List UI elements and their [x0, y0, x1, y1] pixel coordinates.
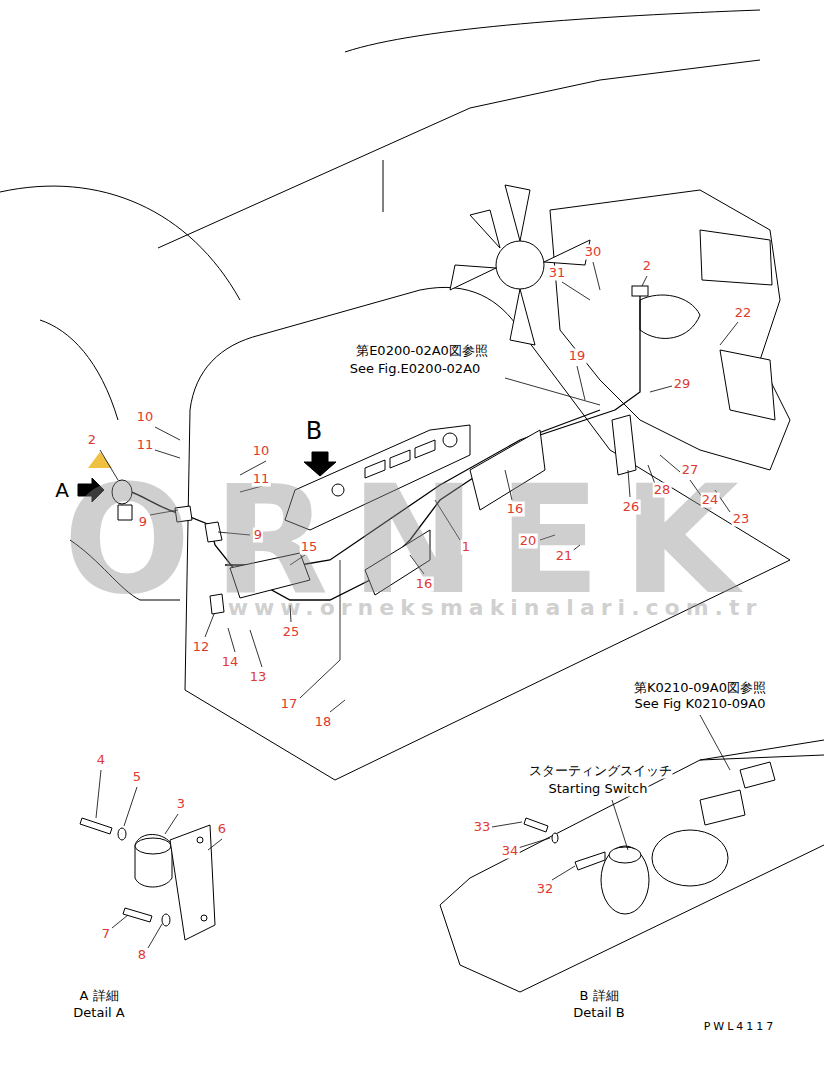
drawing-note: B 詳細	[578, 989, 619, 1004]
callout-number: 14	[221, 655, 240, 670]
callout-number: 31	[548, 266, 567, 281]
callout-number: 28	[653, 483, 672, 498]
callout-number: 17	[280, 697, 299, 712]
callout-number: 2	[87, 433, 97, 448]
drawing-note: Detail A	[72, 1006, 125, 1021]
callout-number: 9	[138, 515, 148, 530]
drawing-note: B	[305, 418, 323, 446]
callout-number: 33	[473, 820, 492, 835]
callout-number: 10	[136, 410, 155, 425]
body-outline	[0, 10, 790, 780]
callout-number: 8	[137, 948, 147, 963]
drawing-note: スターティングスイッチ	[528, 764, 673, 779]
drawing-note: See Fig.E0200-02A0	[349, 362, 482, 377]
drawing-note: See Fig K0210-09A0	[634, 697, 767, 712]
callout-number: 2	[642, 259, 652, 274]
callout-number: 16	[506, 502, 525, 517]
drawing-note: 第K0210-09A0図参照	[633, 681, 767, 696]
drawing-note: 第E0200-02A0図参照	[355, 344, 489, 359]
callout-number: 16	[415, 577, 434, 592]
drawing-note: PWL4117	[703, 1021, 778, 1034]
callout-number: 4	[96, 753, 106, 768]
callout-number: 21	[555, 549, 574, 564]
callout-number: 18	[314, 715, 333, 730]
callout-number: 27	[681, 463, 700, 478]
drawing-note: A	[54, 479, 70, 502]
detail-a-parts	[80, 818, 215, 940]
callout-number: 15	[300, 540, 319, 555]
callout-number: 10	[252, 444, 271, 459]
detail-b-console	[440, 740, 824, 992]
callout-number: 12	[192, 640, 211, 655]
callout-number: 26	[622, 500, 641, 515]
callout-number: 5	[132, 770, 142, 785]
callout-number: 32	[536, 882, 555, 897]
drawing-note: A 詳細	[78, 989, 119, 1004]
callout-number: 34	[501, 844, 520, 859]
callout-number: 11	[252, 472, 271, 487]
callout-number: 19	[568, 349, 587, 364]
callout-number: 9	[253, 528, 263, 543]
callout-number: 11	[136, 438, 155, 453]
drawing-note: Detail B	[572, 1006, 625, 1021]
callout-number: 24	[701, 493, 720, 508]
callout-number: 20	[519, 534, 538, 549]
callout-number: 22	[734, 306, 753, 321]
callout-number: 1	[461, 540, 471, 555]
callout-number: 6	[217, 822, 227, 837]
callout-number: 13	[249, 670, 268, 685]
callout-number: 3	[176, 797, 186, 812]
callout-number: 7	[101, 927, 111, 942]
callout-number: 25	[282, 625, 301, 640]
callout-number: 29	[673, 377, 692, 392]
watermark: www.orneksmakinalari.com.tr	[227, 597, 764, 619]
drawing-note: Starting Switch	[548, 782, 649, 797]
callout-number: 23	[732, 512, 751, 527]
callout-number: 30	[584, 245, 603, 260]
